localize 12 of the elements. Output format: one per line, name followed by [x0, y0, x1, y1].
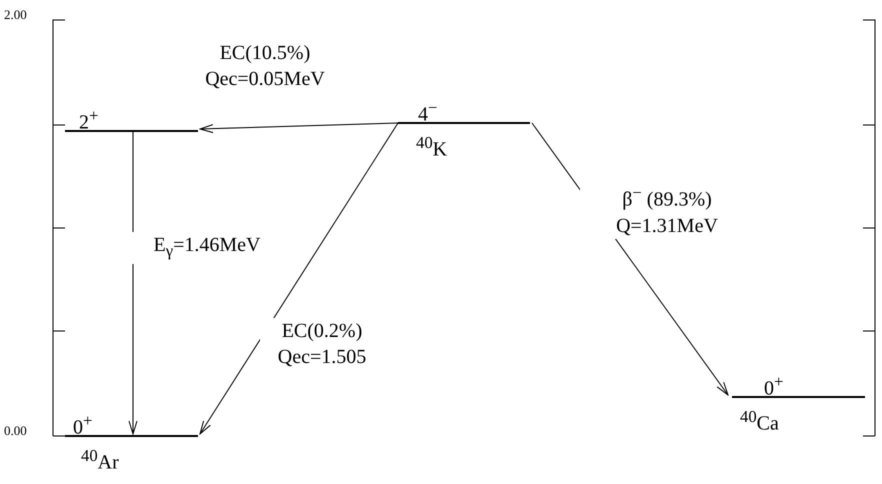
spin-parity-label: 0$^{+}$ — [764, 371, 784, 400]
spin-parity-label: 0$^{+}$ — [73, 410, 92, 439]
nuclide-label: $^{40}$Ca — [740, 406, 779, 435]
arrow — [200, 122, 398, 134]
nuclide-label: $^{40}$K — [416, 132, 448, 161]
nuclide-label: $^{40}$Ar — [81, 445, 119, 474]
arrow — [200, 122, 398, 434]
spin-parity-label: 4$^{−}$ — [418, 97, 438, 126]
spin-parity-label: 2$^{+}$ — [79, 105, 98, 134]
axis-tick-label: 2.00 — [4, 7, 27, 23]
axis-tick-label: 0.00 — [4, 423, 27, 439]
arrow — [128, 130, 138, 434]
